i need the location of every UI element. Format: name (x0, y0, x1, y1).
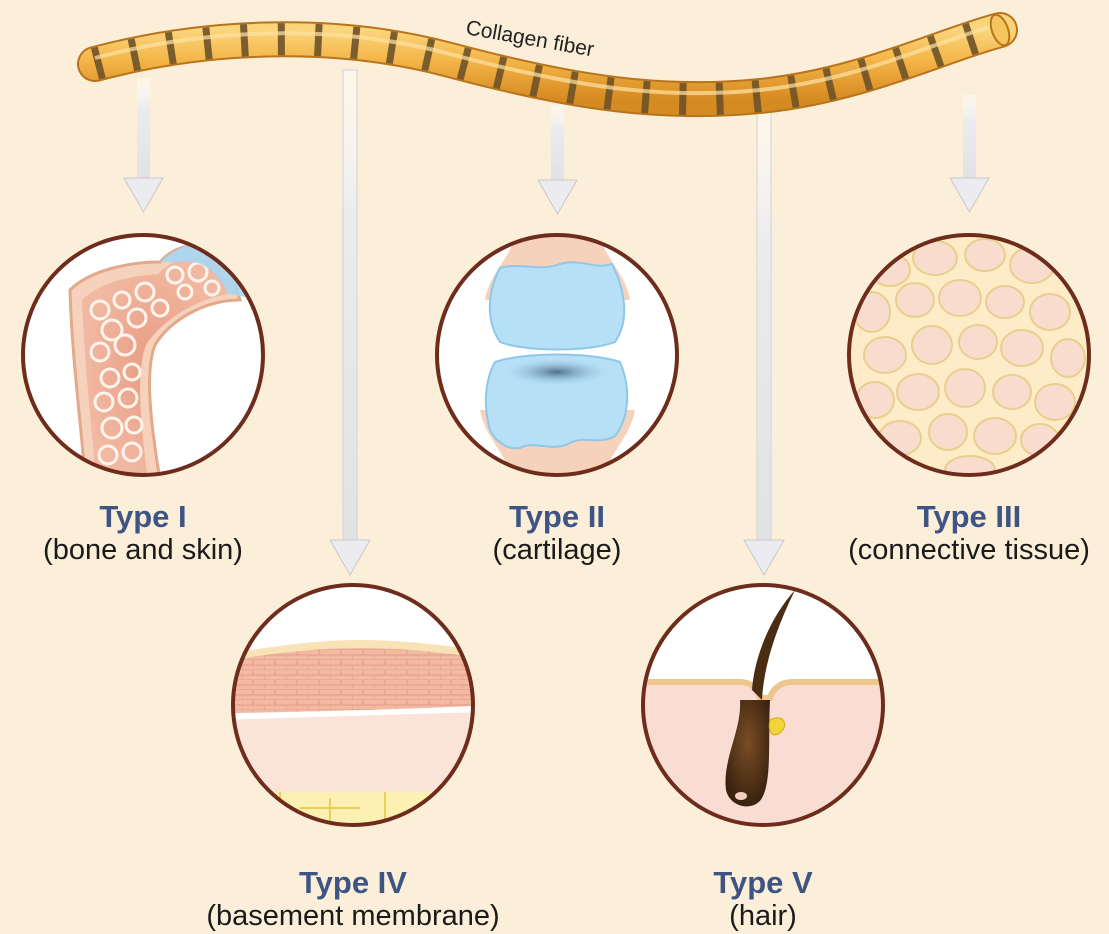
collagen-fiber (95, 12, 1013, 99)
type4-illustration (220, 585, 480, 832)
type3-desc: (connective tissue) (809, 534, 1109, 566)
type3-illustration (849, 235, 1089, 484)
type3-name: Type III (809, 500, 1109, 534)
caption-type1: Type I (bone and skin) (0, 500, 303, 566)
type4-desc: (basement membrane) (193, 900, 513, 932)
type4-name: Type IV (193, 866, 513, 900)
type5-name: Type V (603, 866, 923, 900)
type1-desc: (bone and skin) (0, 534, 303, 566)
type5-illustration (630, 585, 900, 840)
caption-type5: Type V (hair) (603, 866, 923, 932)
arrow-type4 (330, 70, 370, 575)
arrow-type3 (950, 95, 989, 212)
type2-illustration (437, 230, 677, 480)
caption-type2: Type II (cartilage) (397, 500, 717, 566)
type1-illustration (23, 235, 270, 480)
arrow-type5 (744, 110, 784, 575)
arrow-type2 (538, 105, 577, 214)
arrow-type1 (124, 78, 163, 212)
type5-desc: (hair) (603, 900, 923, 932)
type2-name: Type II (397, 500, 717, 534)
caption-type4: Type IV (basement membrane) (193, 866, 513, 932)
type2-desc: (cartilage) (397, 534, 717, 566)
type1-name: Type I (0, 500, 303, 534)
caption-type3: Type III (connective tissue) (809, 500, 1109, 566)
